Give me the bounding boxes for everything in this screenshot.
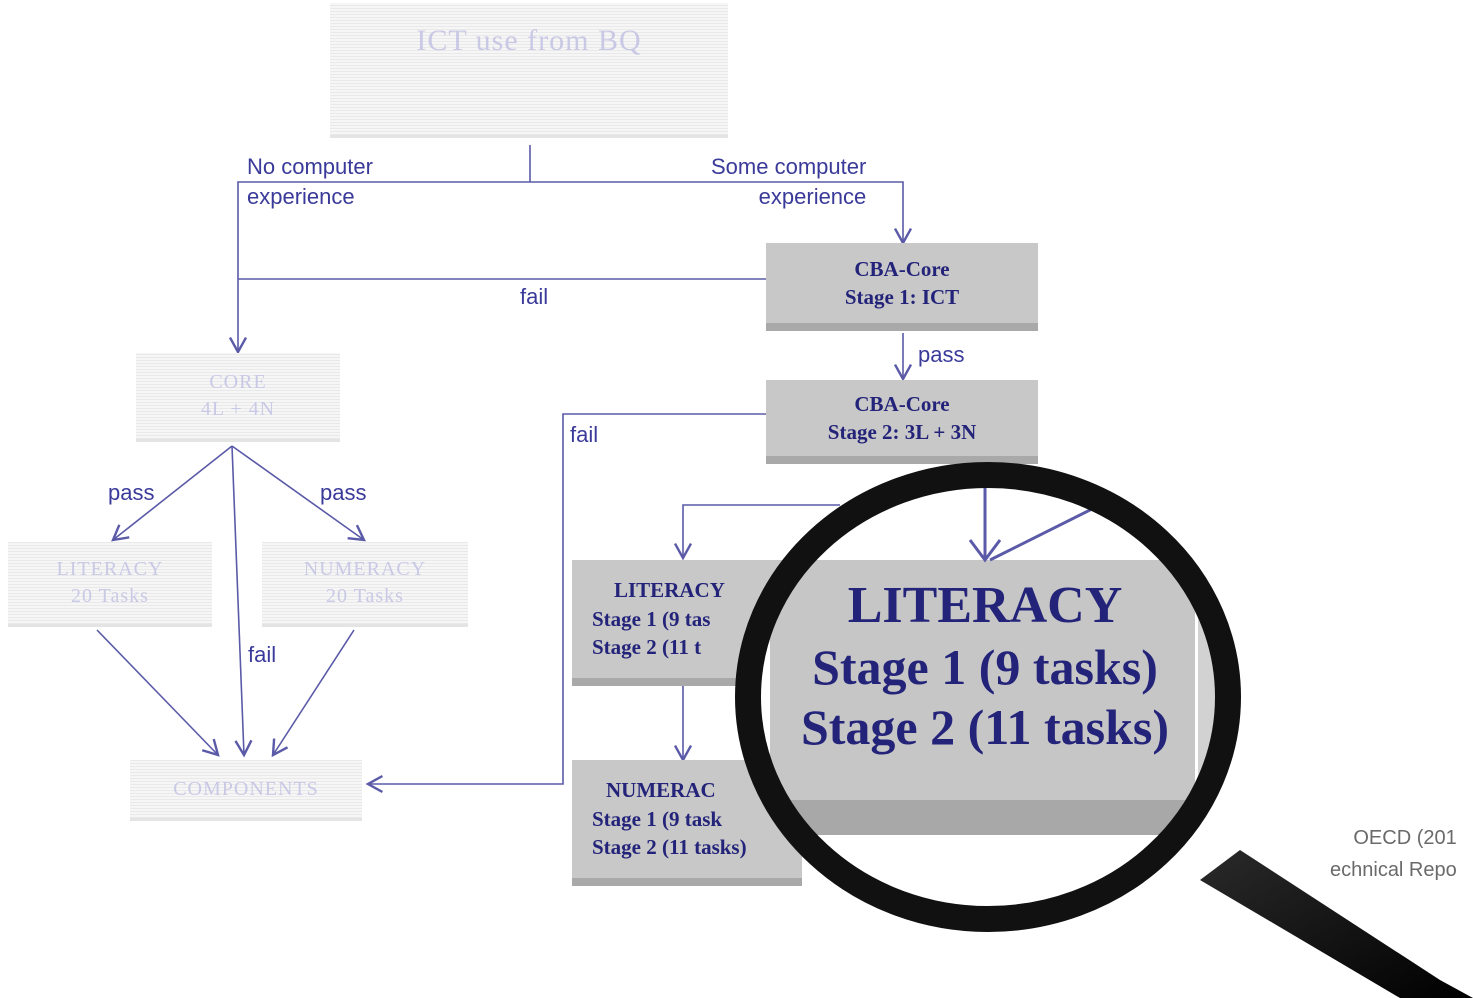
node-cba-stage1-detail: Stage 1: ICT xyxy=(844,285,960,309)
edge-split-right xyxy=(530,181,913,246)
label-pass-stage: pass xyxy=(918,342,965,367)
magnified-stage2: Stage 2 (11 tasks) xyxy=(800,699,1170,756)
magnified-stage1: Stage 1 (9 tasks) xyxy=(812,639,1158,696)
label-no-computer: No computer experience xyxy=(247,152,373,212)
magnified-literacy-box: LITERACY Stage 1 (9 tasks) Stage 2 (11 t… xyxy=(790,575,1180,757)
edge-stage2-fail xyxy=(365,413,767,794)
node-numeracy-cba-stage2: Stage 2 (11 tasks) xyxy=(592,835,747,860)
label-fail-mid: fail xyxy=(248,642,277,667)
label-some-computer: Some computer experience xyxy=(711,152,866,212)
source-credit-line1: OECD (201 xyxy=(1353,827,1457,849)
edge-stage2-literacy xyxy=(673,504,840,561)
node-core: CORE 4L + 4N xyxy=(136,353,340,439)
label-no-computer-line2: experience xyxy=(247,184,355,209)
magnifier-handle xyxy=(1200,850,1473,998)
source-credit: OECD (201 echnical Repo xyxy=(1330,822,1457,886)
node-numeracy-cba-stage1: Stage 1 (9 task xyxy=(592,806,723,831)
node-literacy-paper-detail: 20 Tasks xyxy=(71,585,149,607)
source-credit-line2: echnical Repo xyxy=(1330,859,1457,881)
label-no-computer-line1: No computer xyxy=(247,154,373,179)
node-literacy-cba-stage2: Stage 2 (11 t xyxy=(592,635,702,660)
node-core-title: CORE xyxy=(209,371,267,393)
node-numeracy-paper: NUMERACY 20 Tasks xyxy=(262,542,468,624)
node-cba-stage1-title: CBA-Core xyxy=(854,256,950,281)
edge-numeracy-components xyxy=(271,629,355,758)
label-pass-left: pass xyxy=(108,480,155,505)
node-literacy-paper: LITERACY 20 Tasks xyxy=(8,542,212,624)
node-ict-bq: ICT use from BQ xyxy=(330,3,728,135)
label-pass-right: pass xyxy=(320,480,367,505)
node-core-detail: 4L + 4N xyxy=(200,398,276,420)
node-numeracy-paper-title: NUMERACY xyxy=(303,558,427,580)
edge-core-numeracy xyxy=(231,445,367,542)
label-some-computer-line2: experience xyxy=(758,184,867,209)
node-components: COMPONENTS xyxy=(130,760,362,818)
node-cba-stage2-title: CBA-Core xyxy=(854,391,950,416)
edge-literacy-components xyxy=(96,629,220,757)
node-literacy-paper-title: LITERACY xyxy=(56,558,164,580)
magnified-title: LITERACY xyxy=(847,577,1123,634)
node-components-title: COMPONENTS xyxy=(173,777,319,800)
label-fail-left: fail xyxy=(570,422,599,447)
node-cba-stage2: CBA-Core Stage 2: 3L + 3N xyxy=(766,380,1038,456)
label-some-computer-line1: Some computer xyxy=(711,154,867,179)
node-numeracy-paper-detail: 20 Tasks xyxy=(326,585,404,607)
node-ict-bq-label: ICT use from BQ xyxy=(416,24,642,57)
edge-core-components xyxy=(231,445,253,758)
edge-core-literacy xyxy=(111,445,233,542)
label-fail-top: fail xyxy=(520,284,549,309)
node-cba-stage2-detail: Stage 2: 3L + 3N xyxy=(827,420,977,444)
edge-split-left xyxy=(228,181,530,355)
node-literacy-cba-stage1: Stage 1 (9 tas xyxy=(592,606,711,631)
node-numeracy-cba-title: NUMERAC xyxy=(606,778,716,803)
node-cba-stage1: CBA-Core Stage 1: ICT xyxy=(766,243,1038,323)
node-literacy-cba-title: LITERACY xyxy=(614,578,725,603)
